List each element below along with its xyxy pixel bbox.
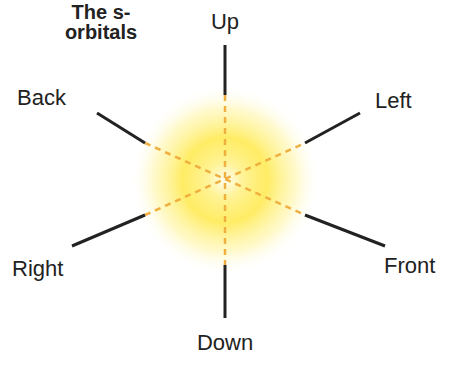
- direction-label: Down: [197, 332, 253, 354]
- inner-axes: [145, 95, 305, 265]
- direction-label: Up: [211, 11, 239, 33]
- direction-label: Back: [17, 87, 66, 109]
- direction-label: Front: [384, 255, 435, 277]
- direction-label: Left: [375, 90, 412, 112]
- direction-label: Right: [12, 258, 63, 280]
- outer-axes: [72, 45, 385, 318]
- s-orbital-glow: [130, 85, 320, 275]
- diagram-title: The s-orbitals: [36, 2, 166, 42]
